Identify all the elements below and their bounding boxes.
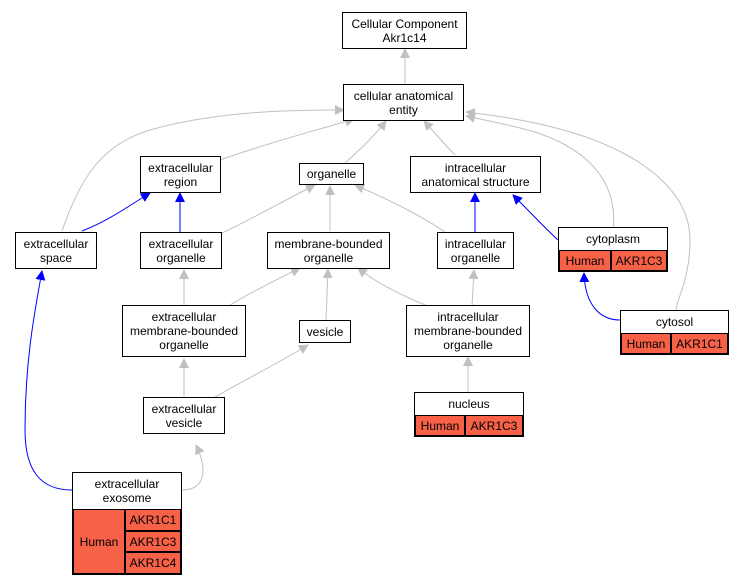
edge-exorg-organelle (219, 184, 316, 235)
edge-intmbo-mbo (357, 267, 431, 308)
node-cytoplasm-title: cytoplasm (585, 232, 641, 246)
gene-cell[interactable]: AKR1C3 (125, 531, 181, 552)
gene-cell[interactable]: AKR1C1 (671, 333, 728, 354)
species-cell: Human (559, 250, 611, 271)
edge-intmbo-intorg (468, 269, 479, 308)
node-extracellular-exosome-title: extracellular exosome (94, 477, 160, 505)
node-cellular-anatomical-entity[interactable]: cellular anatomical entity (343, 84, 464, 121)
species-cell: Human (415, 415, 465, 436)
gene-cell[interactable]: AKR1C1 (125, 509, 181, 531)
node-organelle[interactable]: organelle (299, 163, 364, 185)
edge-intorg-organelle (354, 183, 446, 233)
edge-organelle-cae (344, 120, 387, 164)
species-cell: Human (621, 333, 671, 354)
node-membrane-bounded-organelle[interactable]: membrane-bounded organelle (267, 232, 390, 269)
edge-exmbo-mbo (229, 267, 301, 306)
node-cellular-component[interactable]: Cellular Component Akr1c14 (342, 12, 467, 49)
edge-exves-vesicle (214, 344, 309, 398)
gene-cell[interactable]: AKR1C3 (611, 250, 667, 271)
species-cell: Human (73, 509, 125, 574)
gene-cell[interactable]: AKR1C4 (125, 552, 181, 574)
edge-cytosol-cytoplasm (579, 272, 621, 321)
edge-exosome-exspace (24, 270, 73, 491)
edge-cytosol-cae (465, 108, 691, 312)
node-extracellular-vesicle[interactable]: extracellular vesicle (143, 397, 225, 434)
gene-cell[interactable]: AKR1C3 (465, 415, 523, 436)
node-intracellular-organelle[interactable]: intracellular organelle (437, 232, 514, 269)
node-cytosol[interactable]: cytosol Human AKR1C1 (620, 310, 729, 355)
node-nucleus-title: nucleus (448, 397, 490, 411)
node-intracellular-anatomical-structure[interactable]: intracellular anatomical structure (410, 156, 541, 193)
node-extracellular-space[interactable]: extracellular space (15, 232, 97, 269)
edge-cytoplasm-ias (512, 194, 559, 241)
edge-exreg-cae (219, 116, 355, 161)
edge-cytoplasm-cae (465, 112, 615, 231)
node-extracellular-membrane-bounded-organelle[interactable]: extracellular membrane-bounded organelle (122, 305, 246, 357)
node-extracellular-organelle[interactable]: extracellular organelle (140, 232, 222, 269)
edge-exspace-exreg (81, 192, 151, 232)
node-nucleus[interactable]: nucleus Human AKR1C3 (414, 392, 524, 437)
edge-vesicle-mbo (322, 268, 333, 321)
edge-exspace-cae (61, 105, 345, 232)
node-extracellular-region[interactable]: extracellular region (140, 156, 221, 193)
node-intracellular-membrane-bounded-organelle[interactable]: intracellular membrane-bounded organelle (406, 305, 530, 357)
node-cytoplasm[interactable]: cytoplasm Human AKR1C3 (558, 227, 668, 272)
node-extracellular-exosome[interactable]: extracellular exosome Human AKR1C1 AKR1C… (72, 472, 182, 575)
edge-ias-cae (423, 120, 456, 156)
node-vesicle[interactable]: vesicle (299, 320, 351, 343)
node-cytosol-title: cytosol (655, 315, 694, 329)
edge-exosome-exves (181, 444, 205, 491)
